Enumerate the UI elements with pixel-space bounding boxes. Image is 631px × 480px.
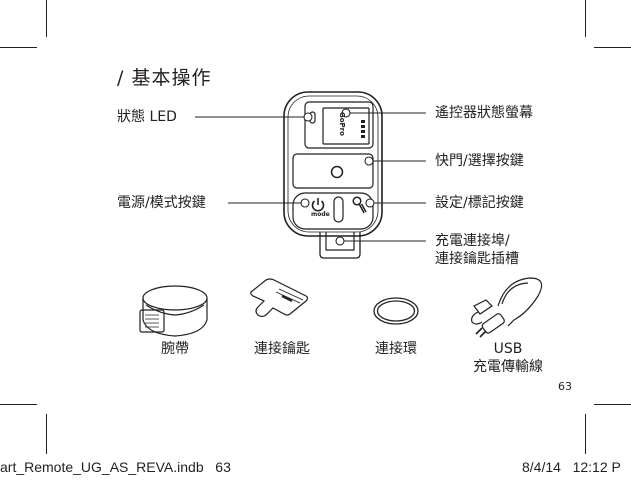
usb-cable-label-line1: USB: [493, 341, 523, 357]
crop-mark: [46, 0, 47, 37]
wrist-strap-label: 腕帶: [161, 341, 189, 357]
wrist-strap-icon: [139, 285, 208, 337]
settings-tag-label: 設定/標記按鍵: [435, 195, 524, 211]
ring-icon: [373, 297, 419, 325]
ring-label: 連接環: [375, 341, 417, 357]
power-mode-label: 電源/模式按鍵: [117, 195, 206, 211]
key-icon: [250, 278, 309, 318]
screen-brand-text: GoPro: [338, 112, 346, 136]
charging-port-label-line1: 充電連接埠/: [435, 233, 510, 249]
mode-text: mode: [311, 211, 330, 218]
wrench-icon: [352, 196, 367, 214]
crop-mark: [594, 404, 631, 405]
usb-cable-label-line2: 充電傳輸線: [473, 359, 543, 375]
callout-lines: [195, 108, 426, 246]
remote-device: [283, 91, 383, 259]
lcd-battery-icon: [361, 120, 365, 138]
crop-mark: [594, 47, 631, 48]
crop-mark: [46, 414, 47, 454]
crop-mark: [585, 414, 586, 454]
shutter-select-label: 快門/選擇按鍵: [435, 153, 524, 169]
status-led-label: 狀態 LED: [117, 109, 177, 125]
crop-mark: [0, 404, 37, 405]
remote-status-screen-label: 遙控器狀態螢幕: [435, 105, 533, 121]
footer-filename: art_Remote_UG_AS_REVA.indb 63: [0, 459, 231, 475]
footer-datetime: 8/4/14 12:12 P: [522, 459, 621, 475]
usb-cable-icon: [471, 277, 543, 338]
shutter-button-circle: [330, 165, 344, 179]
power-icon: [311, 198, 325, 212]
charging-port-label-line2: 連接鑰匙插槽: [435, 251, 519, 267]
crop-mark: [585, 0, 586, 37]
key-label: 連接鑰匙: [254, 341, 310, 357]
page-number: 63: [558, 380, 572, 393]
crop-mark: [0, 47, 37, 48]
page-title: / 基本操作: [117, 67, 212, 89]
